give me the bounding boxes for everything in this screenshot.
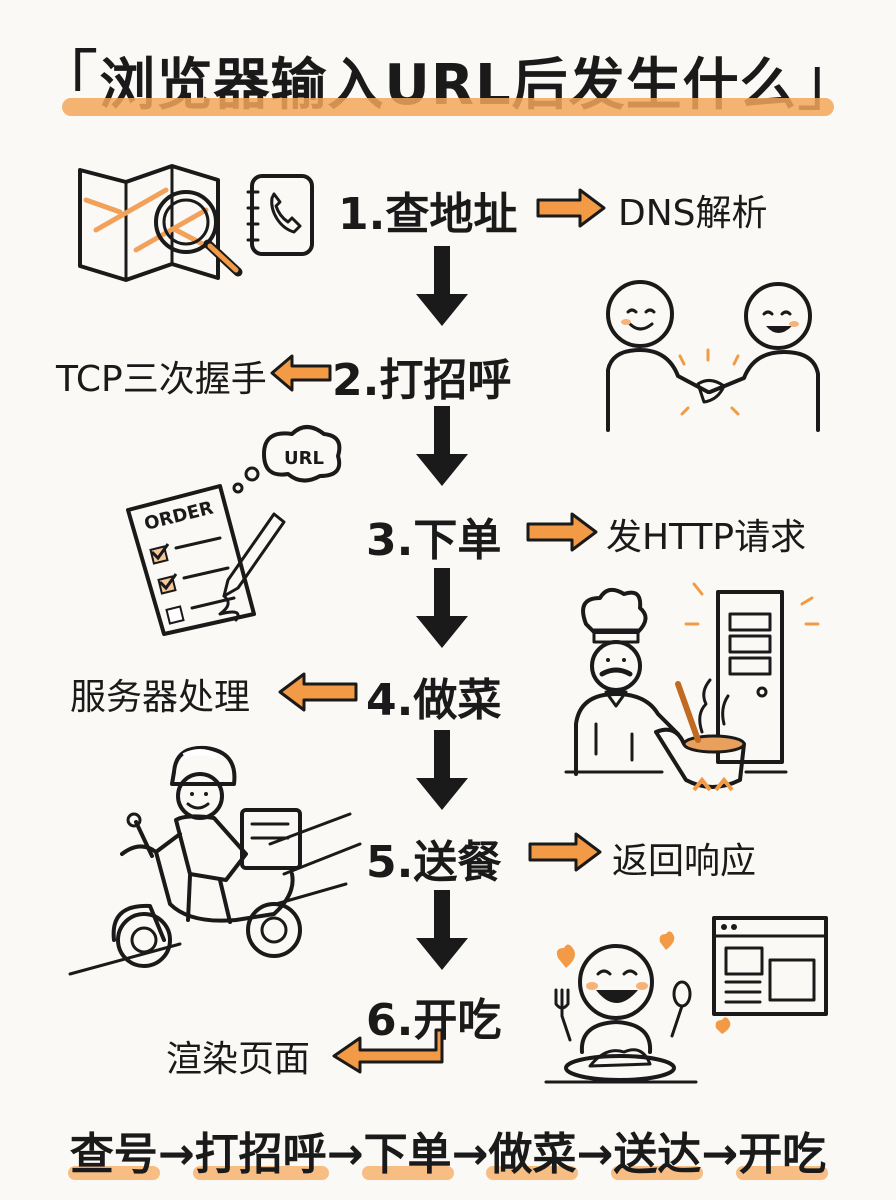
arrow-down-icon xyxy=(416,246,468,326)
summary-bar: 查号→打招呼→下单→做菜→送达→开吃 xyxy=(14,1118,882,1182)
summary-item-4: 做菜 xyxy=(486,1118,579,1182)
arrow-right-icon xyxy=(528,832,602,872)
step-5-tech: 返回响应 xyxy=(612,841,757,882)
step-1-label: 1.查地址 xyxy=(338,189,518,240)
summary-item-1: 查号 xyxy=(67,1118,160,1182)
summary-arrow: → xyxy=(701,1129,739,1180)
arrow-right-icon xyxy=(526,512,598,552)
happy-eater-icon xyxy=(544,916,828,1084)
step-4-tech: 服务器处理 xyxy=(70,677,251,718)
step-2-label: 2.打招呼 xyxy=(332,355,512,406)
summary-item-2: 打招呼 xyxy=(192,1118,329,1182)
arrow-right-icon xyxy=(536,188,606,228)
step-3-label: 3.下单 xyxy=(366,515,502,566)
step-4-label: 4.做菜 xyxy=(366,675,502,726)
arrow-down-icon xyxy=(416,568,468,648)
arrow-down-icon xyxy=(416,730,468,810)
step-6-label: 6.开吃 xyxy=(366,995,502,1046)
arrow-left-icon xyxy=(278,672,358,712)
summary-arrow: → xyxy=(157,1129,195,1180)
arrow-down-icon xyxy=(416,406,468,486)
step-6-tech: 渲染页面 xyxy=(166,1039,311,1080)
title-underline xyxy=(62,98,834,116)
summary-arrow: → xyxy=(326,1129,364,1180)
chef-icon xyxy=(564,582,820,792)
step-2-tech: TCP三次握手 xyxy=(56,359,267,400)
step-1-tech: DNS解析 xyxy=(618,193,768,234)
step-5-label: 5.送餐 xyxy=(366,837,502,888)
summary-arrow: → xyxy=(576,1129,614,1180)
summary-item-3: 下单 xyxy=(361,1118,454,1182)
arrow-left-icon xyxy=(270,354,332,392)
map-icon xyxy=(78,164,243,282)
summary-item-5: 送达 xyxy=(611,1118,704,1182)
summary-arrow: → xyxy=(451,1129,489,1180)
thought-bubble-text: URL xyxy=(284,448,324,469)
summary-item-6: 开吃 xyxy=(736,1118,829,1182)
step-3-tech: 发HTTP请求 xyxy=(606,517,807,558)
delivery-scooter-icon xyxy=(68,745,362,976)
arrow-curved-left-icon xyxy=(332,1028,444,1074)
phone-book-icon xyxy=(246,174,314,256)
order-paper-icon: ORDER URL xyxy=(126,425,342,636)
handshake-icon xyxy=(606,280,820,432)
arrow-down-icon xyxy=(416,890,468,970)
